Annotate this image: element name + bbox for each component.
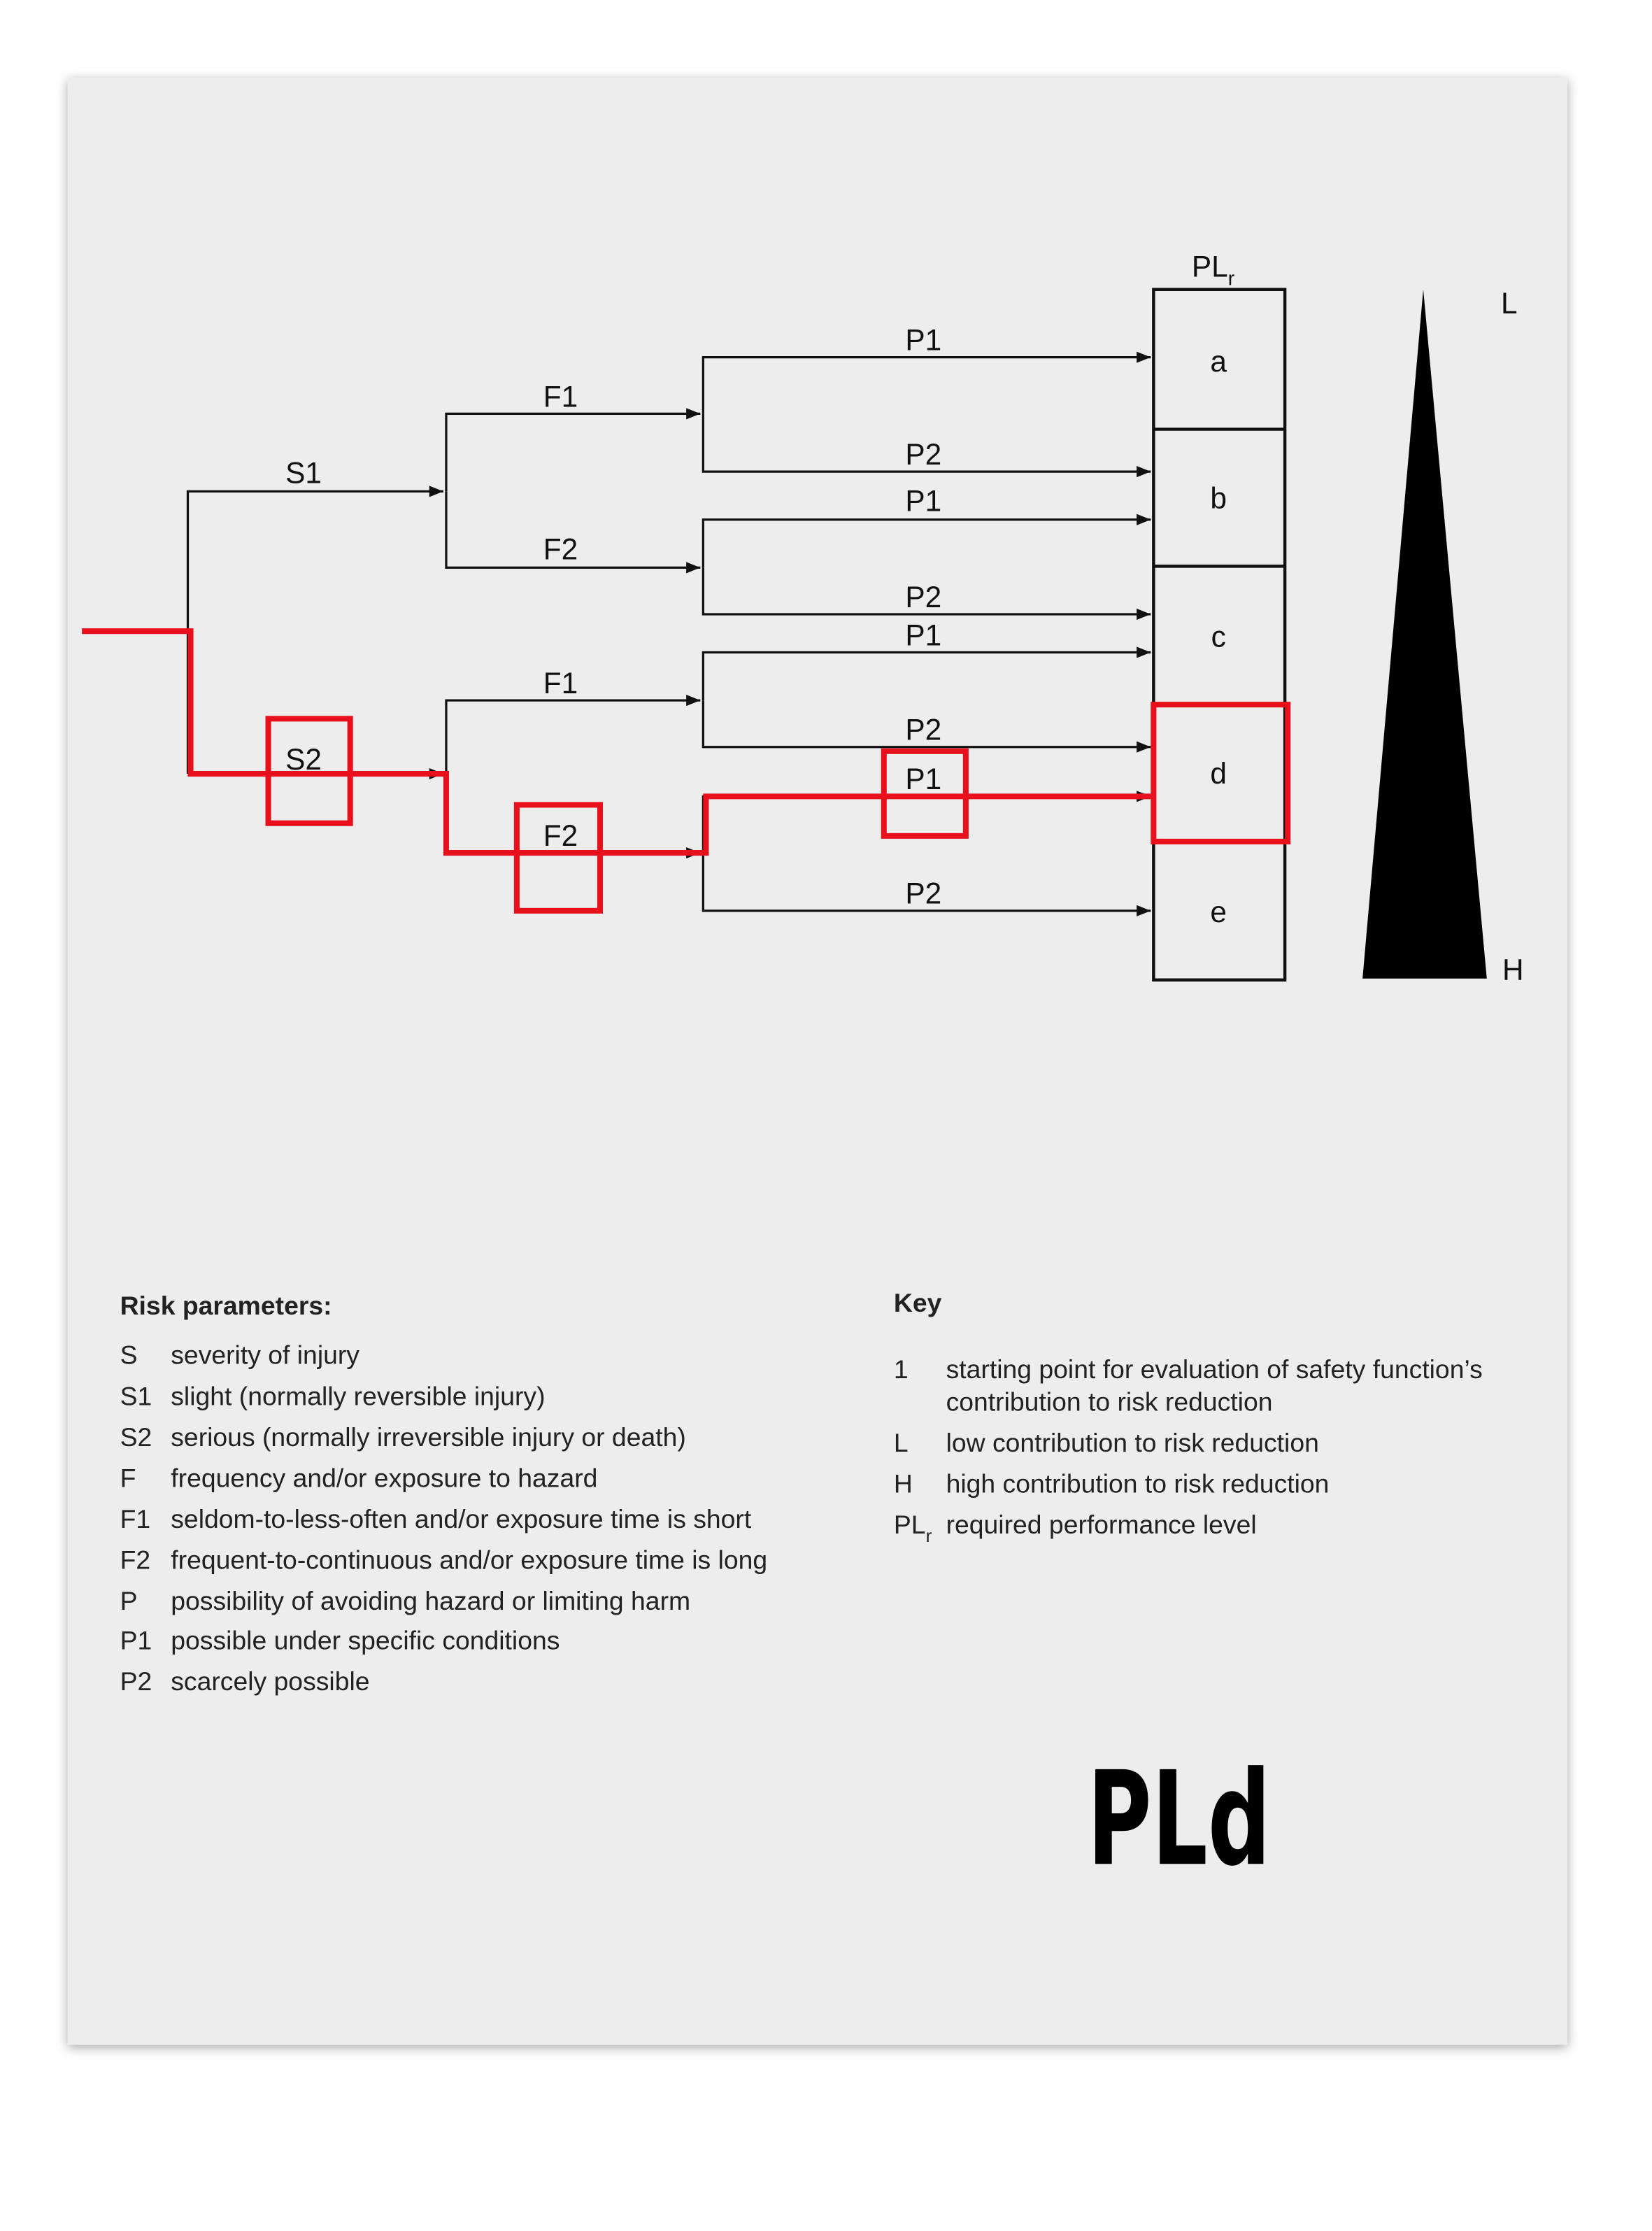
key-desc: required performance level (946, 1510, 1257, 1539)
label-p: P2 (905, 438, 941, 471)
highlight-f2 (513, 802, 604, 914)
label-lower-f1: F1 (543, 667, 578, 700)
key-desc: contribution to risk reduction (946, 1387, 1273, 1416)
param-desc: frequent-to-continuous and/or exposure t… (171, 1545, 767, 1574)
label-s1: S1 (285, 456, 322, 489)
risk-scale-triangle (1362, 289, 1487, 979)
page-panel (67, 78, 1567, 2045)
label-p: P2 (905, 581, 941, 614)
key-desc: starting point for evaluation of safety … (946, 1354, 1483, 1384)
level-b: b (1210, 482, 1227, 515)
key-title: Key (894, 1288, 942, 1317)
param-desc: slight (normally reversible injury) (171, 1381, 545, 1410)
label-p: P1 (905, 324, 941, 357)
param-desc: possibility of avoiding hazard or limiti… (171, 1586, 690, 1615)
param-desc: serious (normally irreversible injury or… (171, 1422, 686, 1452)
param-desc: seldom-to-less-often and/or exposure tim… (171, 1504, 752, 1534)
highlight-level-d (1151, 702, 1291, 844)
param-desc: frequency and/or exposure to hazard (171, 1463, 597, 1492)
key-legend: Key 1 starting point for evaluation of s… (894, 1288, 1483, 1546)
risk-parameters-title: Risk parameters: (120, 1291, 332, 1320)
param-code: S2 (120, 1422, 152, 1452)
label-upper-f2: F2 (543, 532, 578, 565)
highlight-p1 (881, 748, 969, 839)
param-code: F2 (120, 1545, 151, 1574)
scale-low-label: L (1501, 287, 1518, 320)
key-code: H (894, 1468, 913, 1498)
label-s2: S2 (285, 743, 322, 776)
scale-high-label: H (1502, 954, 1524, 986)
level-a: a (1210, 345, 1227, 378)
param-code: S (120, 1340, 138, 1370)
param-code: P2 (120, 1666, 152, 1696)
label-p: P1 (905, 763, 941, 795)
param-code: F1 (120, 1504, 151, 1534)
label-p: P2 (905, 714, 941, 746)
param-desc: severity of injury (171, 1340, 359, 1370)
param-desc: scarcely possible (171, 1666, 369, 1696)
label-upper-f1: F1 (543, 380, 578, 413)
level-d: d (1210, 757, 1227, 790)
param-code: S1 (120, 1381, 152, 1410)
label-p: P1 (905, 618, 941, 651)
key-code: L (894, 1428, 909, 1457)
param-code: F (120, 1463, 136, 1492)
key-code: PLr (894, 1510, 932, 1546)
param-code: P1 (120, 1625, 152, 1655)
key-code: 1 (894, 1354, 909, 1384)
plr-header: PLr (1192, 250, 1234, 290)
key-desc: high contribution to risk reduction (946, 1468, 1330, 1498)
label-p: P1 (905, 485, 941, 518)
risk-parameters-legend: Risk parameters: S severity of injury S1… (120, 1291, 768, 1696)
highlight-s2 (265, 716, 353, 826)
level-c: c (1211, 620, 1226, 653)
label-p: P2 (905, 877, 941, 910)
result-performance-level: PLd (1087, 1743, 1270, 1894)
param-code: P (120, 1586, 138, 1615)
param-desc: possible under specific conditions (171, 1625, 560, 1655)
selected-path-highlight (82, 628, 1291, 914)
key-desc: low contribution to risk reduction (946, 1428, 1319, 1457)
label-lower-f2: F2 (543, 819, 578, 852)
level-e: e (1210, 895, 1227, 928)
